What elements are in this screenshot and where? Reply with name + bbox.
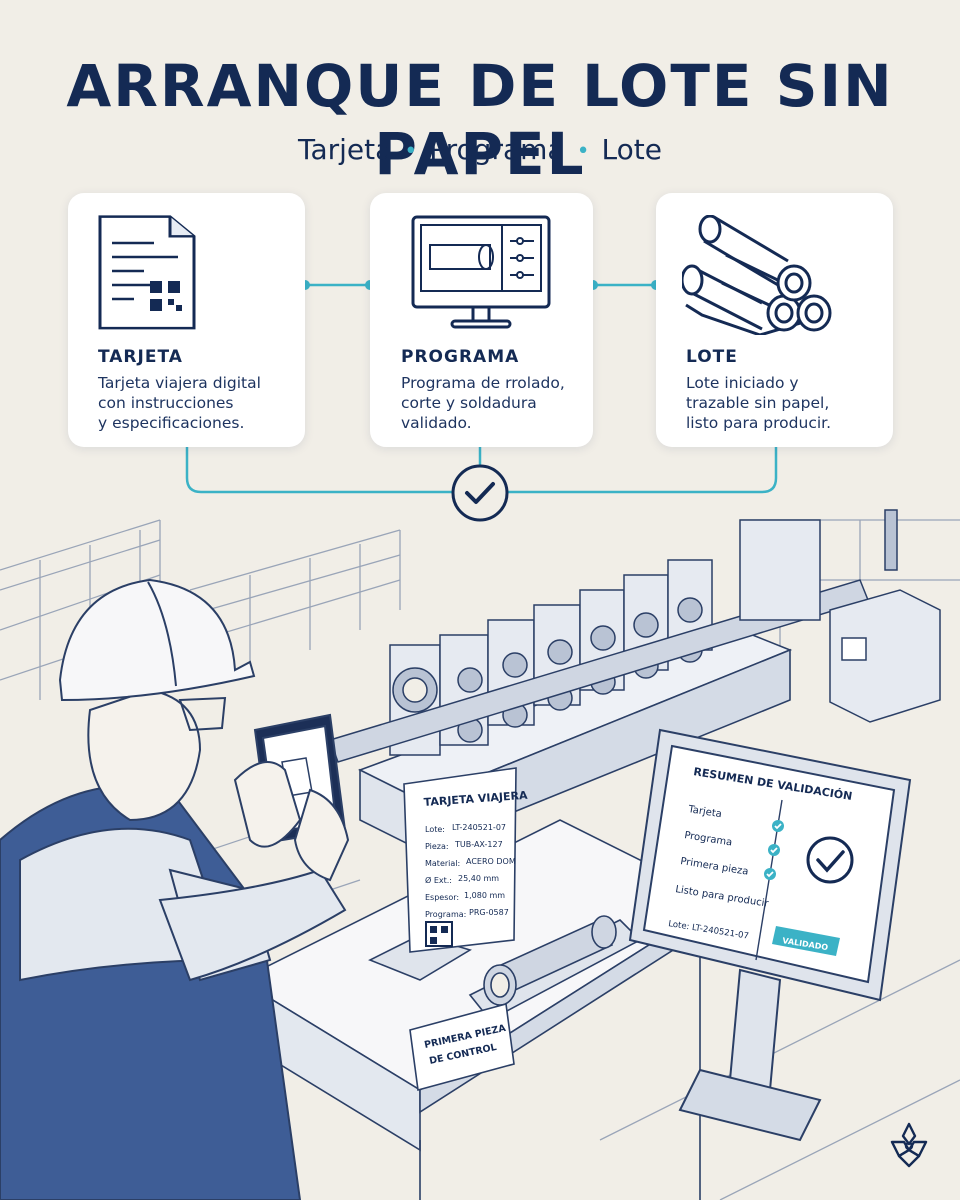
step-card-tarjeta: TARJETA Tarjeta viajera digital con inst… xyxy=(68,193,305,447)
document-qr-icon xyxy=(98,215,196,330)
step-description: Tarjeta viajera digital con instruccione… xyxy=(98,374,261,432)
subtitle-item-lote: Lote xyxy=(601,133,662,166)
step-description: Programa de rrolado, corte y soldadura v… xyxy=(401,374,565,432)
svg-text:Espesor:: Espesor: xyxy=(425,893,459,902)
step-title: PROGRAMA xyxy=(401,347,520,367)
svg-text:ACERO DOM: ACERO DOM xyxy=(466,857,516,866)
monitor-program-icon xyxy=(411,215,551,329)
factory-scene-illustration: TARJETA VIAJERA Lote:LT-240521-07 Pieza:… xyxy=(0,509,960,1200)
step-card-lote: LOTE Lote iniciado y trazable sin papel,… xyxy=(656,193,893,447)
tube-stack-icon xyxy=(682,215,832,335)
separator-dot: • xyxy=(576,138,590,164)
brand-logo-icon xyxy=(890,1122,928,1168)
svg-text:TUB-AX-127: TUB-AX-127 xyxy=(454,840,503,849)
step-title: LOTE xyxy=(686,347,738,367)
svg-text:Pieza:: Pieza: xyxy=(425,842,449,851)
svg-text:Programa:: Programa: xyxy=(425,910,466,919)
page-title: ARRANQUE DE LOTE SIN PAPEL xyxy=(66,52,894,188)
subtitle: Tarjeta • Programa • Lote xyxy=(0,133,960,166)
step-description: Lote iniciado y trazable sin papel, list… xyxy=(686,374,832,432)
svg-text:Lote:: Lote: xyxy=(425,825,445,834)
svg-text:Tarjeta: Tarjeta xyxy=(687,804,723,820)
svg-text:PRG-0587: PRG-0587 xyxy=(469,908,509,917)
svg-text:25,40 mm: 25,40 mm xyxy=(458,874,499,883)
svg-text:Material:: Material: xyxy=(425,859,460,868)
svg-text:1,080 mm: 1,080 mm xyxy=(464,891,505,900)
subtitle-item-tarjeta: Tarjeta xyxy=(298,133,393,166)
validated-check-icon xyxy=(451,464,509,522)
subtitle-item-programa: Programa xyxy=(429,133,565,166)
separator-dot: • xyxy=(404,138,418,164)
svg-text:Ø Ext.:: Ø Ext.: xyxy=(425,875,452,885)
step-card-programa: PROGRAMA Programa de rrolado, corte y so… xyxy=(370,193,593,447)
svg-text:LT-240521-07: LT-240521-07 xyxy=(452,823,506,832)
step-title: TARJETA xyxy=(98,347,183,367)
